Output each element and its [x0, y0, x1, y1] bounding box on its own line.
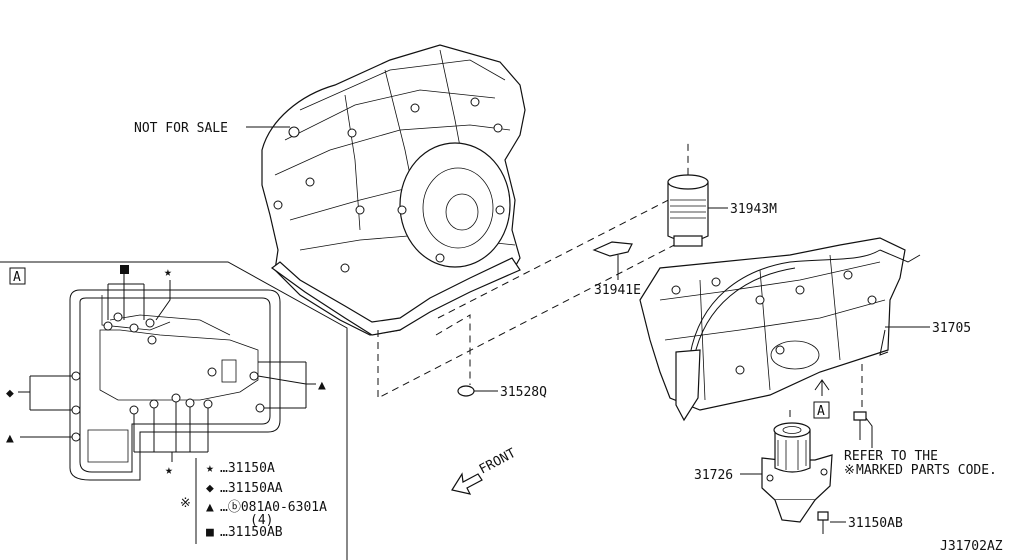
- legend-diamond-text: …31150AA: [220, 481, 283, 496]
- refer-note-line1: REFER TO THE: [844, 449, 938, 464]
- transmission-assembly: [261, 44, 526, 336]
- label-31528q: 31528Q: [500, 385, 547, 400]
- label-31150ab: 31150AB: [848, 516, 903, 531]
- legend-triangle-text: …ⓑ081A0-6301A: [220, 500, 327, 515]
- label-31943m: 31943M: [730, 202, 777, 217]
- view-a-box: [9, 267, 26, 285]
- view-a-callouts: ★ ◆ ▲ ▲ ★: [6, 265, 326, 478]
- star-icon: ★: [164, 265, 172, 280]
- legend: ※ ★ …31150A ◆ …31150AA ▲ …ⓑ081A0-6301A (…: [180, 458, 327, 544]
- view-a-box-label: A: [13, 270, 21, 285]
- legend-group-mark: ※: [180, 496, 191, 511]
- front-arrow-icon: [451, 472, 483, 495]
- refer-note-line2: MARKED PARTS CODE.: [856, 463, 997, 478]
- part-marked-bolt: [853, 411, 867, 440]
- legend-square-symbol: ■: [206, 525, 214, 540]
- label-31705: 31705: [932, 321, 971, 336]
- part-31726-pump: [761, 422, 833, 523]
- view-a-arrow-icon: [814, 379, 830, 396]
- label-31726: 31726: [694, 468, 733, 483]
- view-a-ref-box: [813, 401, 830, 419]
- legend-star-symbol: ★: [206, 461, 214, 476]
- part-31150ab-bolt: [817, 511, 829, 534]
- triangle-icon: ▲: [6, 431, 14, 446]
- triangle-icon: ▲: [318, 378, 326, 393]
- part-31941e-gasket: [592, 241, 633, 257]
- legend-diamond-symbol: ◆: [206, 481, 214, 496]
- refer-mark: ※: [844, 463, 855, 478]
- view-a-ref-label: A: [817, 404, 825, 419]
- square-icon: [120, 265, 129, 274]
- legend-triangle-symbol: ▲: [206, 500, 214, 515]
- part-31943m-filter: [667, 174, 709, 247]
- legend-triangle-qty: (4): [250, 513, 273, 528]
- diamond-icon: ◆: [6, 386, 14, 401]
- view-a-valve-body-outline: [69, 289, 281, 481]
- star-icon: ★: [165, 463, 173, 478]
- part-31705-valve-body: [639, 237, 921, 422]
- drawing-id: J31702AZ: [940, 539, 1003, 554]
- not-for-sale-label: NOT FOR SALE: [134, 121, 228, 136]
- front-label: FRONT: [477, 446, 519, 478]
- part-31528q-oring: [457, 385, 475, 397]
- legend-square-text: …31150AB: [220, 525, 283, 540]
- view-a-frame: [0, 261, 348, 560]
- leader-refer-note: [865, 417, 873, 448]
- label-31941e: 31941E: [594, 283, 641, 298]
- legend-star-text: …31150A: [220, 461, 275, 476]
- explode-lines: [377, 142, 863, 420]
